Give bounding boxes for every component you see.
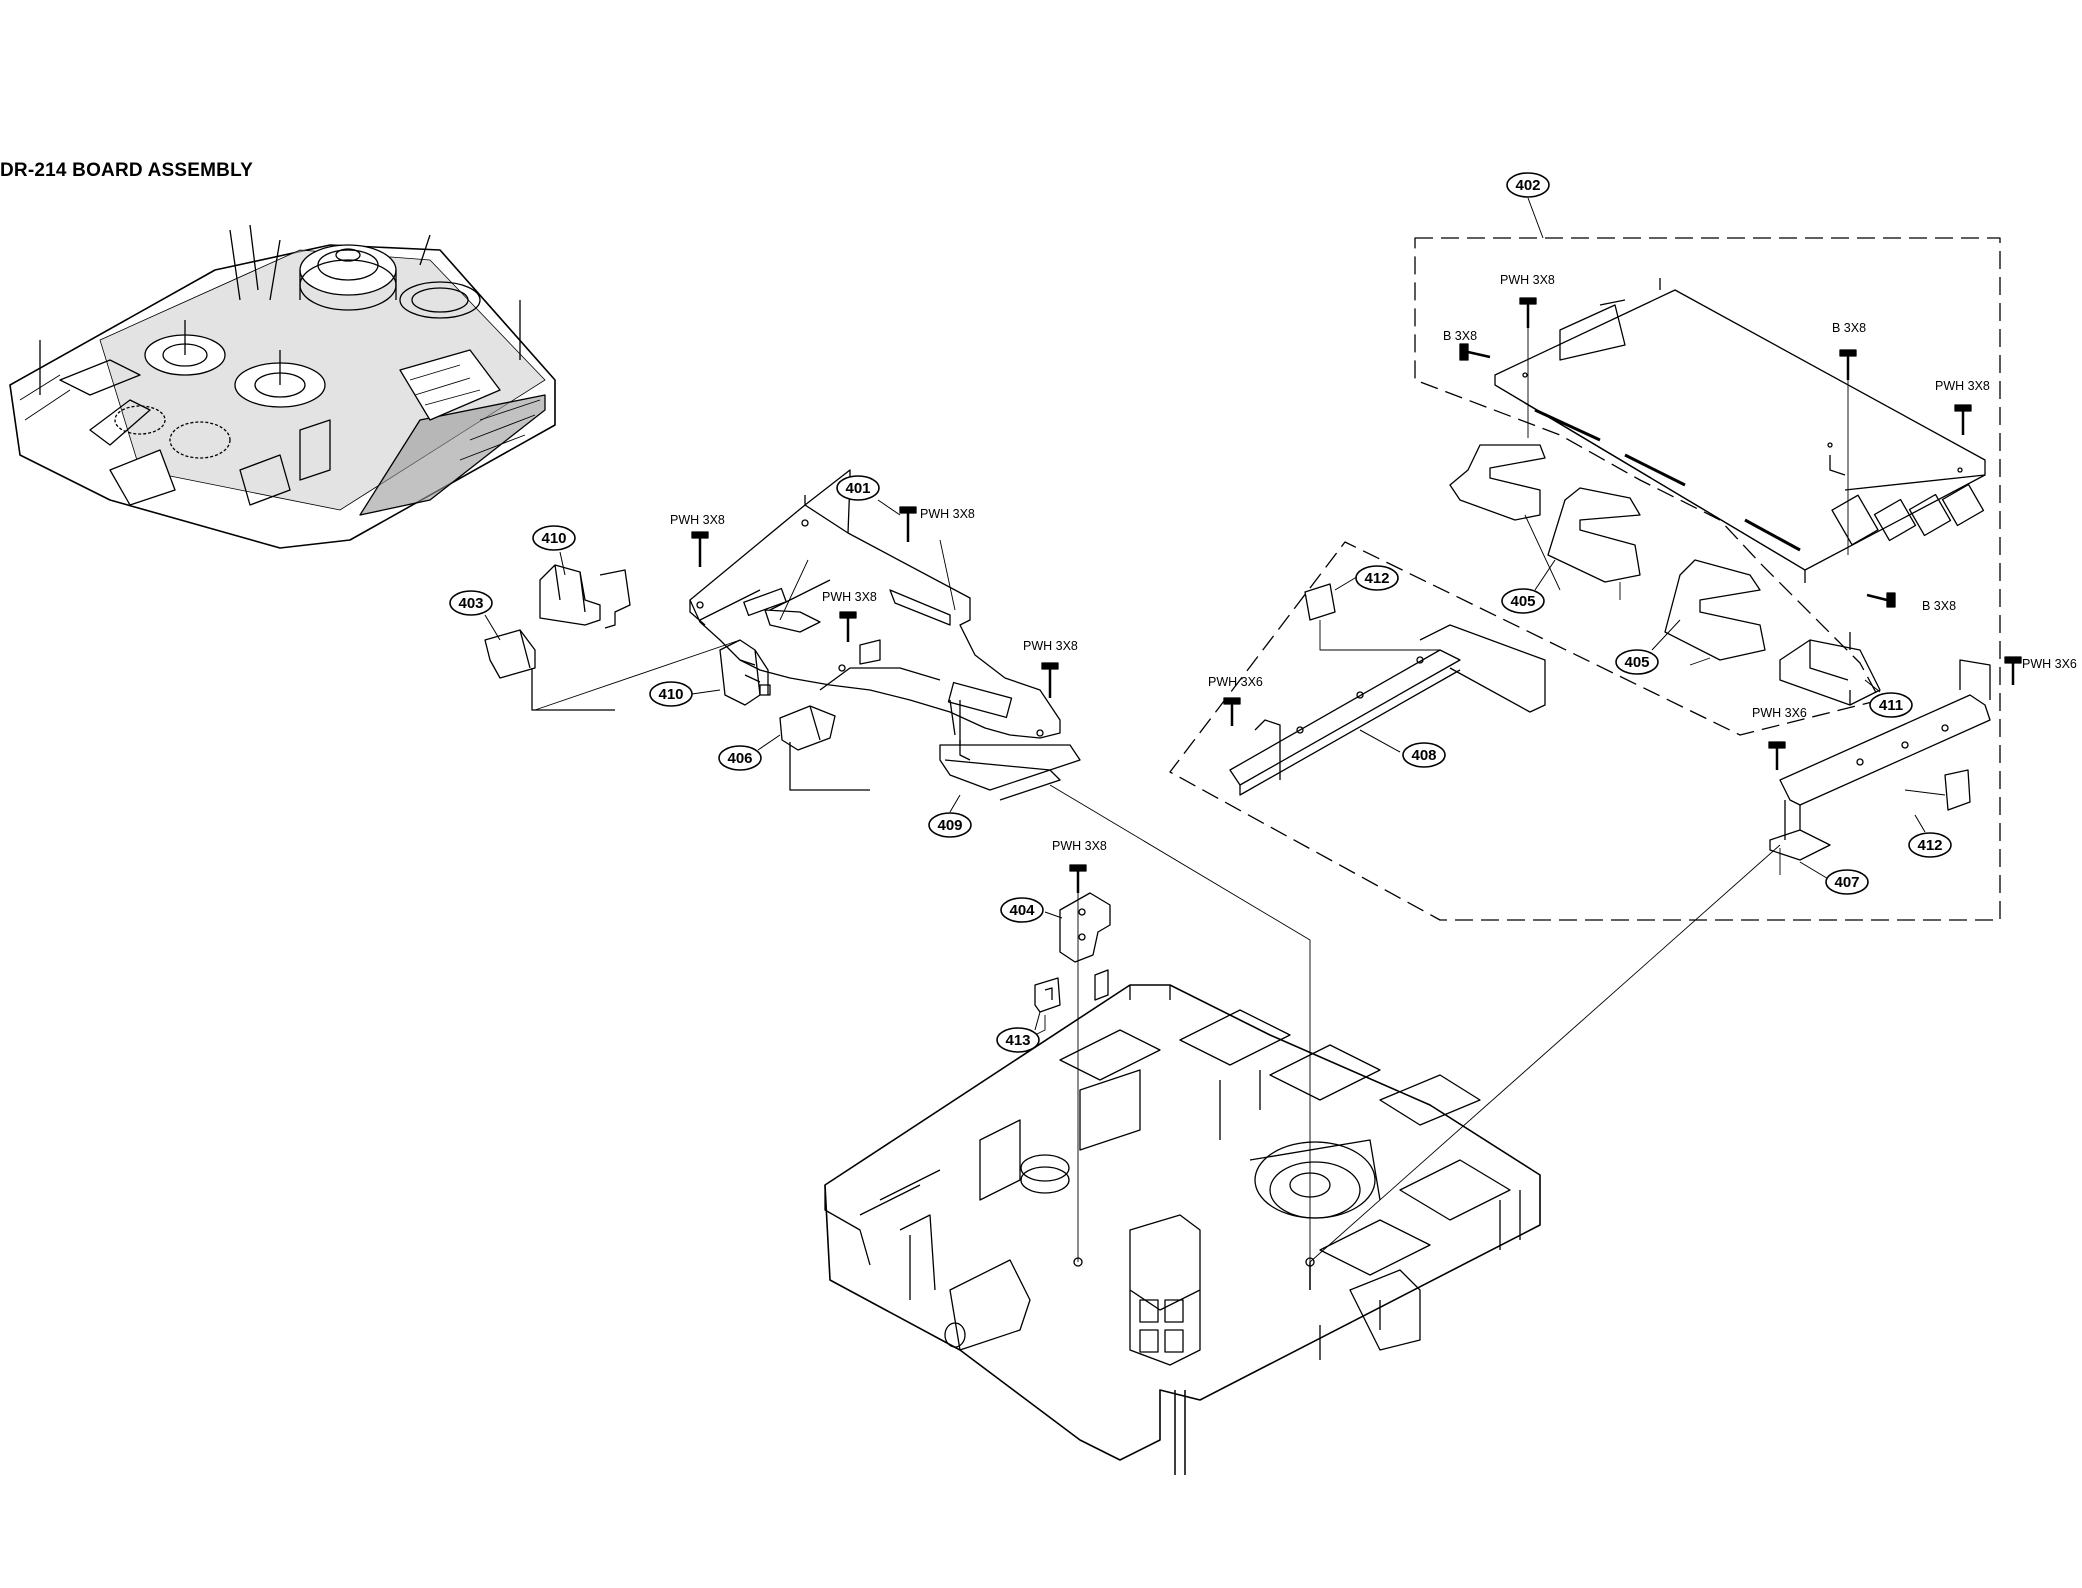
callout-c406: 406: [718, 734, 781, 771]
callout-c409: 409: [928, 794, 972, 838]
callout-c402: 402: [1506, 172, 1550, 239]
part-412-pads: [1304, 583, 1971, 811]
callout-label: 411: [1879, 697, 1903, 714]
callout-c410b: 410: [649, 681, 721, 707]
callout-c412b: 412: [1908, 814, 1952, 858]
callout-label: 404: [1009, 902, 1035, 919]
callout-label: 410: [658, 686, 683, 703]
callout-label: 407: [1834, 874, 1859, 891]
screw-label-s7: B 3X8: [1443, 329, 1477, 343]
part-409-plate: [939, 700, 1081, 801]
callout-c404: 404: [1000, 897, 1063, 923]
callout-label: 408: [1411, 747, 1436, 764]
screw-label-s13: PWH 3X6: [2022, 657, 2077, 671]
callout-label: 412: [1364, 570, 1389, 587]
callout-label: 405: [1624, 654, 1649, 671]
callout-c407: 407: [1799, 861, 1869, 895]
part-410-bracket-lower: [719, 639, 771, 706]
diagram-title: DR-214 BOARD ASSEMBLY: [0, 160, 254, 181]
part-404-bracket: [1059, 890, 1111, 1262]
callout-label: 402: [1515, 177, 1540, 194]
leader-lines-left: [534, 539, 1311, 1262]
part-403-ribbon-cable: [484, 629, 615, 711]
callout-layer: 401 402 403 404 405 405 406 407 408 409 410 410 411 4…: [449, 172, 1952, 1053]
callout-c408: 408: [1359, 729, 1446, 768]
callout-c410a: 410: [532, 525, 576, 576]
screw-label-s10: B 3X8: [1922, 599, 1956, 613]
callout-label: 405: [1510, 593, 1535, 610]
screw-label-s5: PWH 3X8: [1052, 839, 1107, 853]
callout-label: 403: [458, 595, 483, 612]
callout-label: 410: [541, 530, 566, 547]
callout-c403: 403: [449, 590, 501, 641]
callout-label: 413: [1005, 1032, 1030, 1049]
callout-label: 409: [937, 817, 962, 834]
screw-label-s2: PWH 3X8: [920, 507, 975, 521]
part-402-group-boundary: [1169, 237, 2001, 921]
screw-label-s12: PWH 3X6: [1752, 706, 1807, 720]
screw-label-s3: PWH 3X8: [822, 590, 877, 604]
screw-label-s9: PWH 3X8: [1935, 379, 1990, 393]
screw-label-s4: PWH 3X8: [1023, 639, 1078, 653]
callout-c405a: 405: [1501, 559, 1556, 614]
callout-c405b: 405: [1615, 619, 1681, 675]
part-408-bracket: [1229, 624, 1546, 796]
screw-glyphs: [691, 297, 2022, 893]
part-401-circuit-board: [689, 469, 1061, 761]
part-406-ribbon-cable: [779, 705, 870, 791]
part-405-ribbon-cables: [1449, 444, 1766, 666]
part-402-main-board: [1494, 278, 1986, 583]
callout-c411: 411: [1864, 679, 1913, 718]
main-chassis-illustration: [824, 984, 1541, 1475]
screw-label-s6: PWH 3X8: [1500, 273, 1555, 287]
screw-label-s1: PWH 3X8: [670, 513, 725, 527]
part-407-bracket: [1309, 659, 1991, 1263]
part-410-bracket-upper: [539, 564, 631, 629]
part-413-clip: [1034, 977, 1061, 1036]
callout-label: 406: [727, 750, 752, 767]
part-411-block: [1779, 632, 1881, 706]
screw-label-s8: B 3X8: [1832, 321, 1866, 335]
callout-c401: 401: [836, 475, 901, 516]
screw-label-s11: PWH 3X6: [1208, 675, 1263, 689]
callout-c413: 413: [996, 1011, 1041, 1053]
callout-label: 401: [845, 480, 870, 497]
callout-label: 412: [1917, 837, 1942, 854]
mechanism-overview-illustration: [9, 224, 556, 549]
callout-c412a: 412: [1334, 565, 1399, 591]
